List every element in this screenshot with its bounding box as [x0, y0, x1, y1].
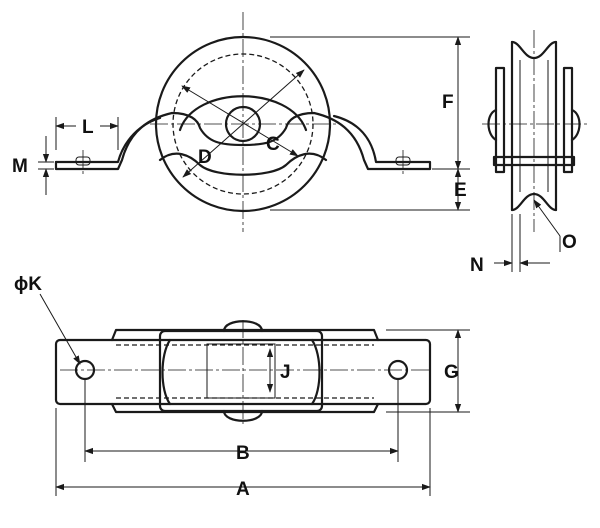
- dimension-c-line: [181, 85, 299, 157]
- label-e: E: [454, 180, 467, 201]
- side-right-bracket: [562, 66, 574, 174]
- side-wheel-inner: [519, 60, 549, 192]
- label-j: J: [280, 362, 291, 383]
- side-wheel-outer: [510, 40, 558, 212]
- top-wheel-inner: [206, 343, 276, 399]
- dimension-o-leader: [533, 199, 561, 237]
- top-wheel-bottom: [222, 409, 264, 422]
- label-n: N: [470, 255, 484, 276]
- label-a: A: [236, 479, 250, 500]
- label-l: L: [82, 117, 94, 138]
- side-right-boss: [570, 108, 581, 142]
- side-view: O N: [470, 30, 588, 276]
- top-housing-right-curve: [310, 338, 321, 406]
- label-d: D: [198, 147, 212, 168]
- label-o: O: [562, 232, 577, 253]
- dimension-k-leader: [39, 293, 81, 365]
- label-g: G: [444, 362, 459, 383]
- front-view: L M D C F E: [12, 12, 470, 232]
- label-c: C: [266, 134, 280, 155]
- top-housing: [158, 329, 324, 413]
- top-housing-left-curve: [161, 338, 172, 406]
- housing-left-flange: [54, 116, 162, 164]
- side-left-boss: [487, 108, 498, 142]
- label-phi-k: ϕK: [14, 274, 42, 295]
- top-view: ϕK J G B A: [14, 274, 470, 500]
- label-f: F: [442, 92, 454, 113]
- label-b: B: [236, 443, 250, 464]
- side-left-bracket: [494, 66, 506, 174]
- label-m: M: [12, 156, 28, 177]
